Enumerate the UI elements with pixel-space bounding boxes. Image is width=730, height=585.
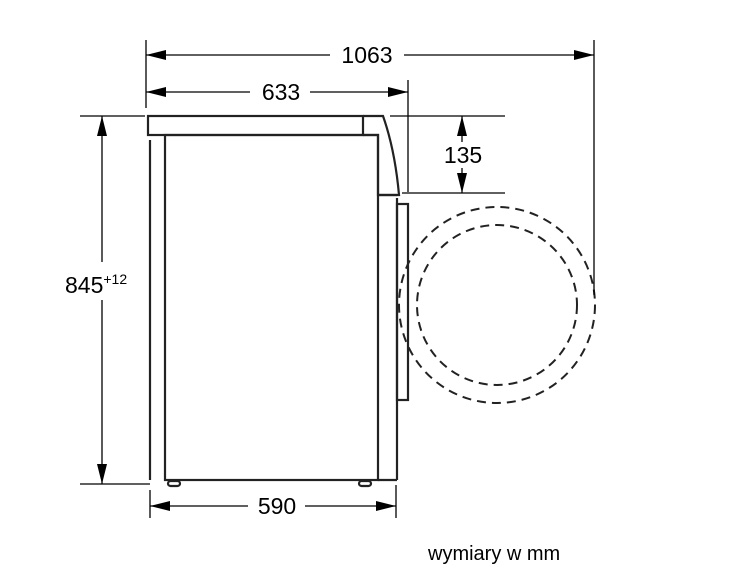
extension-lines [80, 40, 595, 518]
base-depth-label: 590 [258, 493, 296, 519]
top-panel [146, 114, 365, 137]
door-swing-inner [416, 224, 578, 386]
depth-top-label: 633 [262, 79, 300, 105]
dimension-height: 845+12 [65, 116, 127, 484]
foot-rear [166, 479, 182, 488]
cabinet [163, 133, 380, 482]
dimension-total-depth: 1063 [146, 42, 594, 68]
top-offset-label: 135 [444, 142, 482, 168]
total-depth-label: 1063 [341, 42, 392, 68]
height-label: 845+12 [65, 271, 127, 298]
dimension-top-offset: 135 [444, 116, 482, 193]
dimension-depth-top: 633 [146, 79, 408, 105]
machine-side-view [146, 114, 596, 488]
foot-front [357, 479, 373, 488]
control-panel [363, 114, 401, 197]
door [395, 202, 410, 402]
units-note: wymiary w mm [427, 543, 560, 565]
dimension-base-depth: 590 [150, 493, 396, 519]
door-swing-outer [398, 206, 596, 404]
